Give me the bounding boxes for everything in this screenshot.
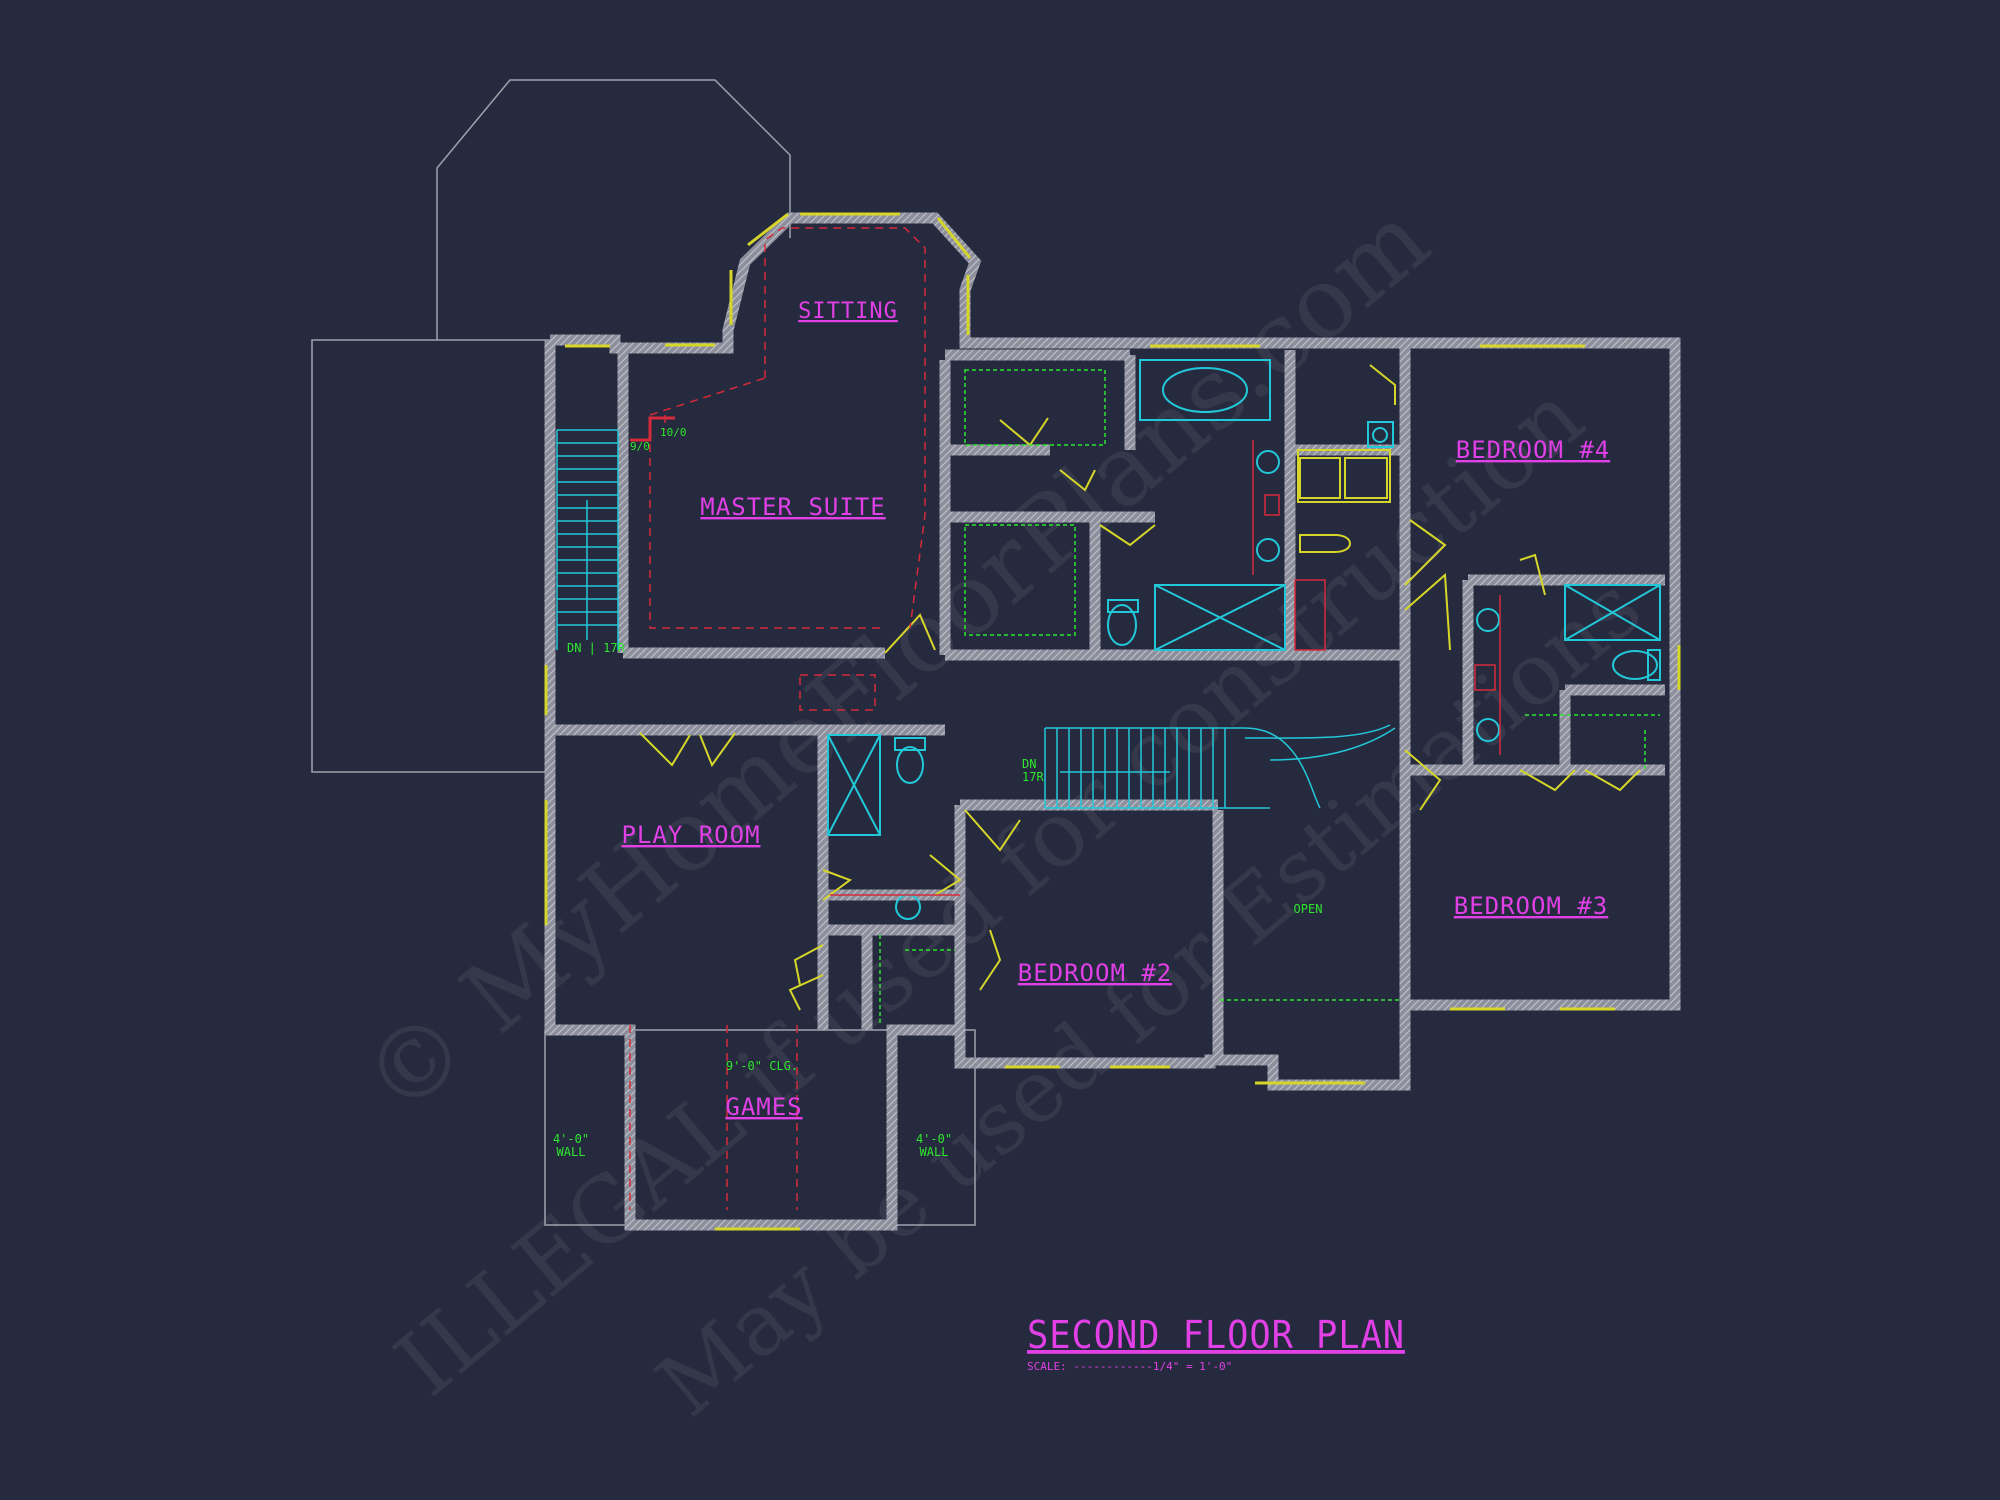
room-label-bedroom-3: BEDROOM #3 <box>1454 892 1609 920</box>
room-label-play-room: PLAY ROOM <box>621 821 760 849</box>
ceiling-height-note: 9'-0" CLG. <box>726 1059 798 1073</box>
window-note-10-0: 10/0 <box>660 426 687 439</box>
stair-main-note-risers: 17R <box>1022 770 1044 784</box>
wall-note-left-1: 4'-0" <box>553 1132 589 1146</box>
stair-main-note-dn: DN <box>1022 757 1036 771</box>
room-label-games: GAMES <box>725 1093 802 1121</box>
stair-main <box>1044 724 1396 809</box>
room-labels: SITTING MASTER SUITE BEDROOM #4 BEDROOM … <box>621 299 1611 1121</box>
open-to-below-note: OPEN <box>1294 902 1323 916</box>
wall-note-right-2: WALL <box>920 1145 949 1159</box>
room-label-master-suite: MASTER SUITE <box>700 493 885 521</box>
annotations: DN | 17R DN 17R OPEN 9'-0" CLG. 4'-0" WA… <box>553 426 1323 1159</box>
window-note-9-0: 9/0 <box>630 440 650 453</box>
room-label-bedroom-2: BEDROOM #2 <box>1018 959 1173 987</box>
plan-title: SECOND FLOOR PLAN <box>1027 1313 1405 1357</box>
room-label-sitting: SITTING <box>798 299 898 324</box>
step-marker <box>630 416 675 442</box>
plan-scale: SCALE: ------------1/4" = 1'-0" <box>1027 1360 1232 1373</box>
stair-left-note: DN | 17R <box>567 641 626 655</box>
stair-left <box>556 429 619 650</box>
bath-fixtures <box>827 359 1661 920</box>
ceiling-lines <box>629 227 926 1210</box>
exterior-walls <box>544 212 1681 1231</box>
closet-shelves <box>879 369 1660 1025</box>
title-block: SECOND FLOOR PLAN SCALE: ------------1/4… <box>1027 1313 1405 1373</box>
windows <box>544 212 1681 1231</box>
wall-note-left-2: WALL <box>557 1145 586 1159</box>
laundry-appliances <box>1297 449 1391 553</box>
vanity-counters <box>830 440 1501 896</box>
room-label-bedroom-4: BEDROOM #4 <box>1456 436 1611 464</box>
wall-note-right-1: 4'-0" <box>916 1132 952 1146</box>
